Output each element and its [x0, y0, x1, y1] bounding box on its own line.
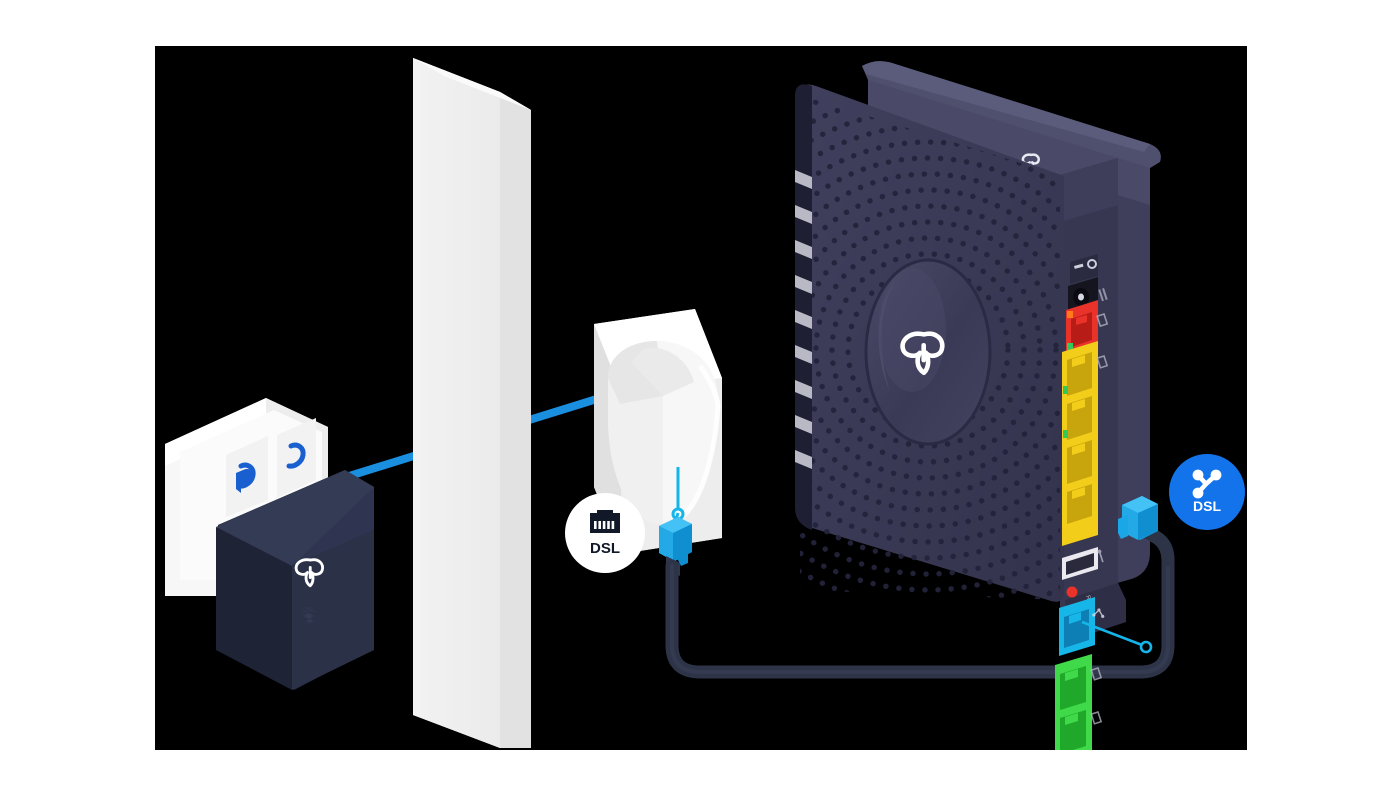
- svg-text:DSL: DSL: [303, 607, 317, 614]
- isometric-illustration: DSL: [165, 58, 1245, 750]
- usb-icon: [1097, 549, 1104, 563]
- dsl-port-label: [1092, 608, 1105, 618]
- router-dot-pattern: [800, 95, 1060, 600]
- rj11-connector-right: [1118, 496, 1158, 540]
- router-vents: [795, 84, 812, 530]
- port-usb[interactable]: [1062, 547, 1105, 580]
- dsl-port-badge[interactable]: DSL: [565, 493, 645, 573]
- network-node-icon: [1192, 469, 1222, 499]
- dsl-router-badge-label: DSL: [1193, 498, 1221, 514]
- rj11-connector-left: [659, 517, 692, 576]
- power-jack-label: [1098, 288, 1108, 302]
- cable-dsl-main-overlay: [1137, 524, 1175, 567]
- wall-plug: [608, 341, 721, 525]
- port-yellow-lan-group[interactable]: [1062, 341, 1109, 546]
- phone-handset-icon-2: [277, 418, 316, 498]
- pointer-dslport-to-badge: [1081, 620, 1153, 654]
- router-logo-panel: [864, 258, 992, 446]
- proximus-butterfly-logo: [900, 331, 945, 376]
- router-port-column: Reset: [1055, 254, 1109, 750]
- diagram-canvas: DSL: [155, 46, 1247, 750]
- dsl-splitter-box: DSL: [216, 470, 374, 690]
- port-power-switch[interactable]: [1070, 254, 1098, 284]
- splitter-dsl-mark: DSL: [303, 607, 317, 623]
- router-device: Reset: [795, 61, 1161, 750]
- rj11-jack-icon: [590, 510, 620, 533]
- phone-handset-icon-1: [226, 436, 268, 517]
- port-blue-dsl[interactable]: [1059, 597, 1105, 656]
- wall-outlet-right: [594, 309, 722, 554]
- dsl-router-badge[interactable]: DSL: [1169, 454, 1245, 530]
- cable-splitter-to-outlet: [326, 58, 604, 748]
- dsl-port-badge-label: DSL: [590, 540, 620, 557]
- port-green-tel-group[interactable]: [1055, 654, 1103, 750]
- proximus-logo-splitter: [294, 558, 324, 588]
